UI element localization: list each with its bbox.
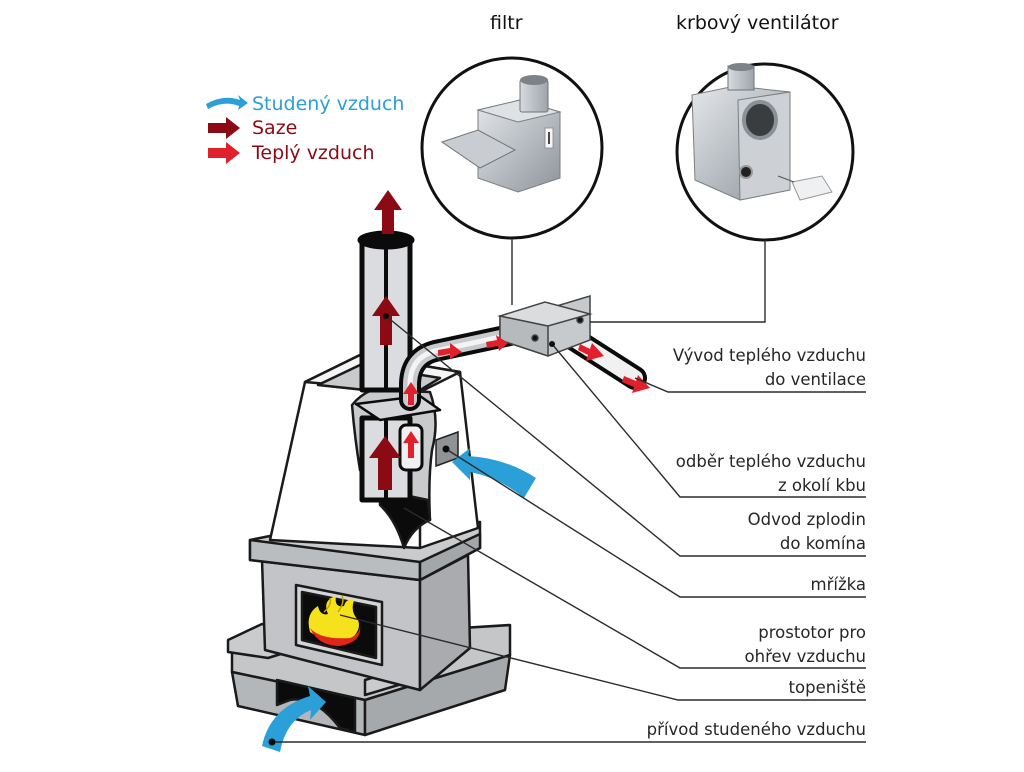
label-odber: odběr teplého vzduchu z okolí kbu [676,450,866,498]
leader-dots [268,313,555,746]
label-prostor-line-2: ohřev vzduchu [744,647,866,666]
fireplace-base [226,520,512,737]
cold-air-arrows [262,448,536,752]
soot-arrows [369,190,402,490]
leader-topeniste [339,614,866,701]
connector-box [497,294,593,358]
label-odber-line-2: z okolí kbu [778,476,866,495]
legend-warm-air-icon [208,142,240,164]
label-vyvod-line-1: Vývod teplého vzduchu [672,346,866,365]
soot-arrow-top-icon [374,190,402,234]
fan-photo [675,62,855,242]
label-odvod: Odvod zplodin do komína [748,508,866,556]
label-privod-line-1: přívod studeného vzduchu [646,720,866,739]
legend-label-cold-air: Studený vzduch [252,93,405,115]
leader-vyvod [634,377,866,393]
label-prostor-line-1: prostotor pro [758,623,866,642]
label-odvod-line-1: Odvod zplodin [747,510,866,529]
fan-title: krbový ventilátor [676,12,839,34]
soot-arrow-mid-icon [372,296,400,345]
label-odber-line-1: odběr teplého vzduchu [675,452,866,471]
leader-mrizka [445,448,866,598]
label-mrizka: mřížka [811,573,866,597]
flame-icon [308,595,361,646]
legend-label-soot: Saze [252,117,298,139]
label-mrizka-line-1: mřížka [810,575,866,594]
legend-cold-air-icon [206,95,248,110]
legend-label-warm-air: Teplý vzduch [252,142,375,164]
label-privod: přívod studeného vzduchu [647,718,866,742]
label-vyvod: Vývod teplého vzduchu do ventilace [673,344,866,392]
leader-odvod [385,315,866,557]
label-topeniste-line-1: topeniště [788,678,866,697]
legend-soot-icon [208,117,240,139]
cold-air-arrow-bottom-icon [262,686,326,752]
filter-title: filtr [490,12,523,34]
leader-lines [272,238,866,743]
label-odvod-line-2: do komína [779,534,866,553]
leader-odber [551,343,866,498]
warm-air-arrows [403,335,650,458]
cold-air-arrow-side-icon [452,448,536,498]
leader-prostor [403,507,866,669]
filter-photo [420,56,604,240]
soot-arrow-low-icon [369,436,401,490]
leader-fan [590,240,766,323]
legend-icons [206,95,248,164]
label-topeniste: topeniště [789,676,866,700]
label-vyvod-line-2: do ventilace [764,370,866,389]
label-prostor: prostotor pro ohřev vzduchu [745,621,866,669]
